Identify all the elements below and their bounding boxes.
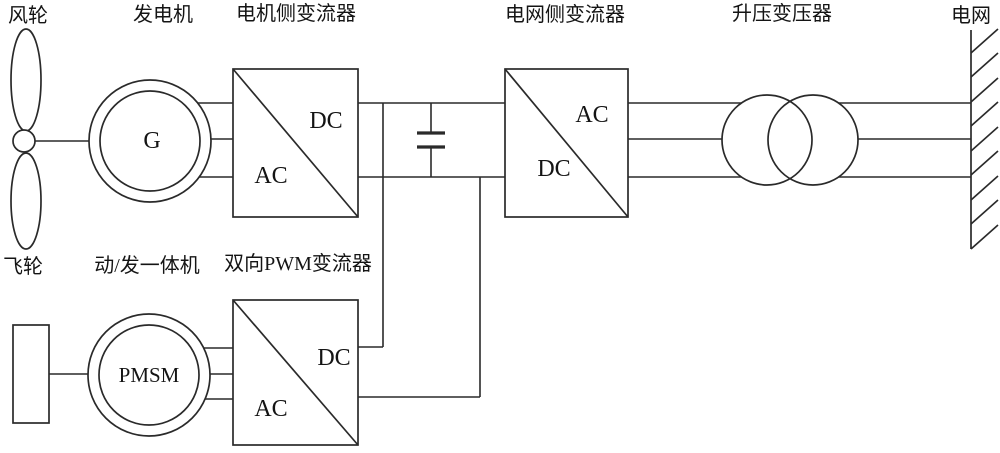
grid-wall-hatch [970, 199, 999, 225]
machine-converter-diagonal [232, 68, 359, 218]
grid-wall-hatch [970, 101, 999, 127]
machine-converter-dc-label: DC [309, 108, 342, 134]
caption-generator: 发电机 [133, 3, 193, 26]
pwm-converter-dc-label: DC [317, 345, 350, 371]
caption-motor-generator-unit: 动/发一体机 [94, 254, 200, 277]
generator-outer-fill [89, 80, 211, 202]
generator-symbol: G [88, 79, 212, 203]
machine-side-converter-symbol: DC AC [232, 68, 359, 218]
step-up-transformer-symbol [721, 94, 859, 186]
grid-wall-hatch [970, 28, 999, 54]
propeller-hub [12, 129, 36, 153]
grid-side-converter-symbol: AC DC [504, 68, 629, 218]
pmsm-outer-fill [88, 314, 210, 436]
caption-flywheel: 飞轮 [3, 255, 43, 278]
pwm-converter-symbol: DC AC [232, 299, 359, 446]
generator-letter: G [143, 128, 160, 154]
transformer-primary-circle [721, 94, 813, 186]
caption-grid: 电网 [951, 4, 991, 27]
wind-wheel-symbol [10, 28, 42, 250]
pmsm-inner-circle [98, 324, 200, 426]
pmsm-letters: PMSM [119, 363, 180, 387]
transformer-secondary-fill [768, 95, 858, 185]
grid-wall-symbol [970, 28, 999, 250]
pmsm-outer-circle [87, 313, 211, 437]
grid-wall-hatch [970, 126, 999, 152]
grid-converter-dc-label: DC [537, 156, 570, 182]
machine-converter-ac-label: AC [254, 163, 287, 189]
caption-step-up-transformer: 升压变压器 [732, 2, 832, 25]
transformer-secondary-circle [767, 94, 859, 186]
grid-wall-hatch [970, 77, 999, 103]
grid-wall-hatch [970, 52, 999, 78]
caption-wind-wheel: 风轮 [8, 4, 48, 27]
pmsm-symbol: PMSM [87, 313, 211, 437]
grid-wall-hatch [970, 150, 999, 176]
pwm-converter-diagonal [232, 299, 359, 446]
generator-inner-circle [99, 90, 201, 192]
caption-grid-side-converter: 电网侧变流器 [505, 3, 625, 26]
caption-bidirectional-pwm-converter: 双向PWM变流器 [224, 252, 372, 275]
grid-wall-hatch [970, 175, 999, 201]
caption-machine-side-converter: 电机侧变流器 [236, 2, 356, 25]
grid-converter-ac-label: AC [575, 102, 608, 128]
propeller-blade-top [10, 28, 42, 132]
propeller-blade-bottom [10, 152, 42, 250]
generator-outer-circle [88, 79, 212, 203]
dc-bus [358, 102, 505, 398]
pwm-converter-ac-label: AC [254, 396, 287, 422]
captions: 风轮 发电机 电机侧变流器 电网侧变流器 升压变压器 电网 飞轮 动/发一体机 … [3, 2, 991, 278]
flywheel-mass-rect [12, 324, 50, 424]
grid-wall-hatch [970, 224, 999, 250]
grid-converter-diagonal [504, 68, 629, 218]
